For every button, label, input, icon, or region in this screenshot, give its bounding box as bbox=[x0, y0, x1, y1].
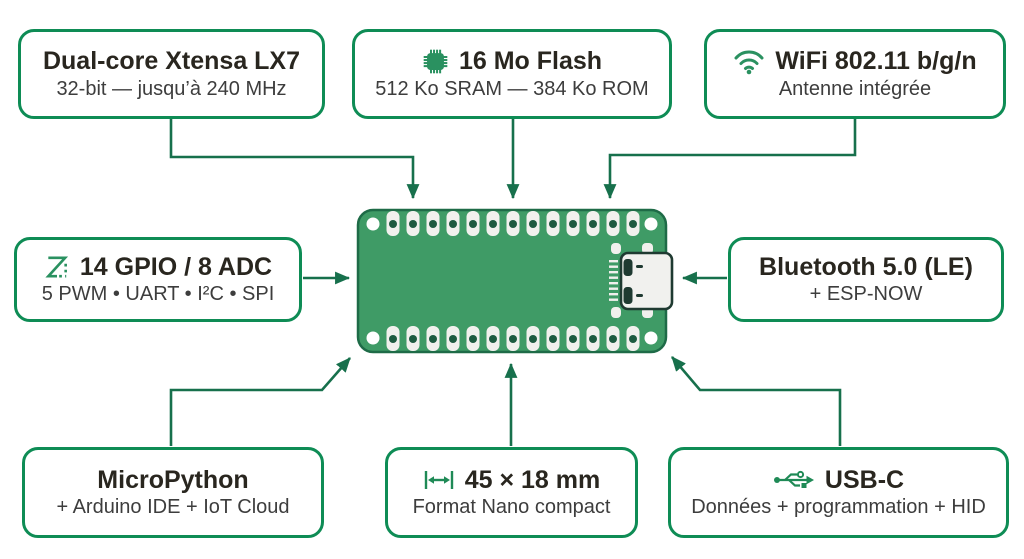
corner-hole bbox=[366, 217, 380, 231]
usb-contact-fingers bbox=[609, 260, 618, 301]
usb-c-connector bbox=[609, 243, 674, 318]
card-title: MicroPython bbox=[97, 465, 249, 494]
pin-hole bbox=[429, 220, 437, 228]
pin-hole bbox=[409, 335, 417, 343]
connector-micropython bbox=[169, 357, 351, 446]
feature-card-dimensions: 45 × 18 mm Format Nano compact bbox=[385, 447, 638, 538]
card-subtitle: + ESP-NOW bbox=[809, 283, 923, 306]
pin-hole bbox=[389, 335, 397, 343]
feature-card-gpio: 14 GPIO / 8 ADC 5 PWM • UART • I²C • SPI bbox=[14, 237, 302, 322]
feature-card-wifi: WiFi 802.11 b/g/n Antenne intégrée bbox=[704, 29, 1006, 119]
corner-hole bbox=[366, 331, 380, 345]
pin-pads bbox=[386, 211, 640, 351]
card-subtitle: Format Nano compact bbox=[412, 496, 611, 519]
usb-icon bbox=[773, 469, 815, 491]
corner-holes bbox=[366, 217, 658, 345]
connector-wifi bbox=[603, 118, 857, 200]
pin-hole bbox=[469, 220, 477, 228]
pin-hole bbox=[469, 335, 477, 343]
card-title: Bluetooth 5.0 (LE) bbox=[759, 252, 973, 281]
pin-hole bbox=[489, 220, 497, 228]
connector-usb bbox=[671, 356, 842, 446]
pin-hole bbox=[549, 220, 557, 228]
feature-card-bluetooth: Bluetooth 5.0 (LE) + ESP-NOW bbox=[728, 237, 1004, 322]
pin-hole bbox=[529, 335, 537, 343]
pin-hole bbox=[589, 335, 597, 343]
pin-hole bbox=[429, 335, 437, 343]
pin-hole bbox=[529, 220, 537, 228]
card-title: USB-C bbox=[824, 465, 905, 494]
pin-hole bbox=[389, 220, 397, 228]
pin-hole bbox=[609, 335, 617, 343]
pin-hole bbox=[569, 335, 577, 343]
pin-hole bbox=[509, 335, 517, 343]
card-subtitle: 5 PWM • UART • I²C • SPI bbox=[41, 283, 275, 306]
pin-hole bbox=[549, 335, 557, 343]
card-title: WiFi 802.11 b/g/n bbox=[775, 47, 977, 76]
chip-icon bbox=[422, 48, 449, 75]
feature-card-usb: USB-C Données + programmation + HID bbox=[668, 447, 1009, 538]
pcb-board bbox=[356, 208, 674, 354]
feature-card-micropython: MicroPython + Arduino IDE + IoT Cloud bbox=[22, 447, 324, 538]
card-subtitle: 512 Ko SRAM — 384 Ko ROM bbox=[375, 77, 649, 100]
pin-hole bbox=[629, 335, 637, 343]
card-subtitle: + Arduino IDE + IoT Cloud bbox=[56, 496, 290, 519]
pin-hole bbox=[449, 220, 457, 228]
pin-hole bbox=[589, 220, 597, 228]
pin-hole bbox=[629, 220, 637, 228]
corner-hole bbox=[644, 217, 658, 231]
pin-hole bbox=[489, 335, 497, 343]
card-subtitle: Données + programmation + HID bbox=[691, 496, 986, 519]
feature-card-cpu: Dual-core Xtensa LX7 32-bit — jusqu’à 24… bbox=[18, 29, 325, 119]
pin-hole bbox=[409, 220, 417, 228]
connector-cpu bbox=[169, 118, 420, 200]
usb-c-shell bbox=[619, 251, 674, 311]
card-title: 45 × 18 mm bbox=[464, 465, 601, 494]
feature-card-flash: 16 Mo Flash 512 Ko SRAM — 384 Ko ROM bbox=[352, 29, 672, 119]
card-subtitle: Antenne intégrée bbox=[778, 77, 932, 100]
card-title: 16 Mo Flash bbox=[458, 47, 603, 76]
card-title: Dual-core Xtensa LX7 bbox=[42, 47, 301, 76]
wifi-icon bbox=[733, 49, 765, 75]
card-title: 14 GPIO / 8 ADC bbox=[79, 252, 273, 281]
card-subtitle: 32-bit — jusqu’à 240 MHz bbox=[56, 77, 287, 100]
pin-hole bbox=[609, 220, 617, 228]
width-arrow-icon bbox=[423, 468, 455, 492]
pin-hole bbox=[509, 220, 517, 228]
pin-hole bbox=[449, 335, 457, 343]
pin-hole bbox=[569, 220, 577, 228]
signal-icon bbox=[44, 254, 70, 280]
corner-hole bbox=[644, 331, 658, 345]
